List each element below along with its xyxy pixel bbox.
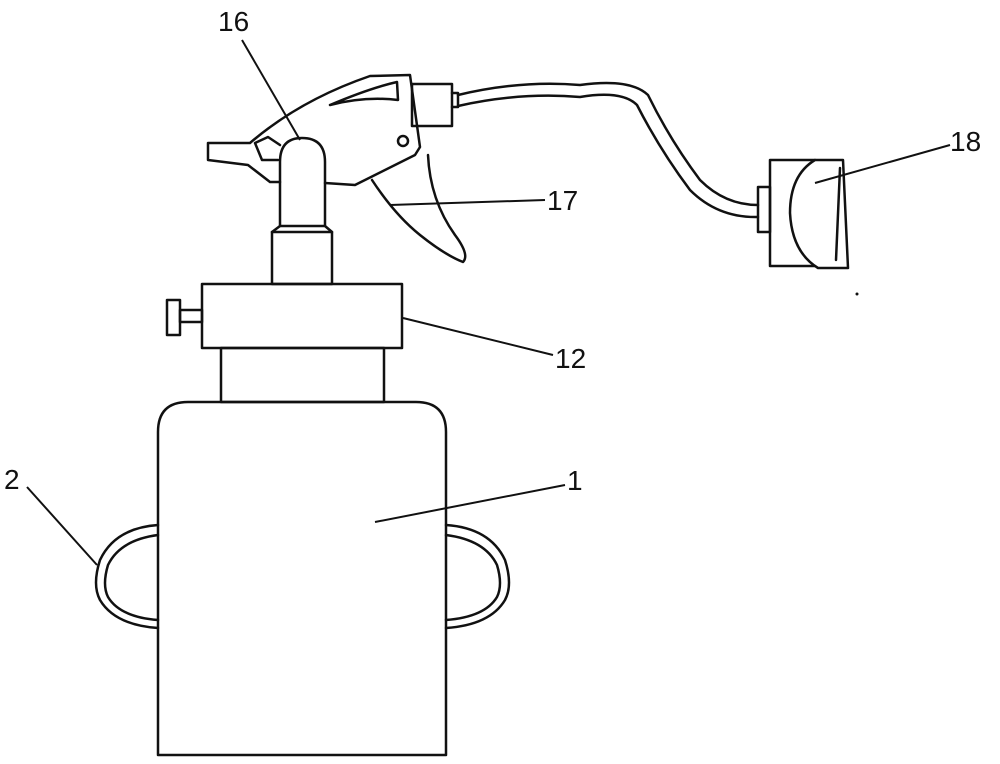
- handle-left: [94, 523, 160, 630]
- stem-collar: [270, 224, 334, 234]
- bottle-neck: [219, 346, 386, 404]
- mask-connector: [756, 185, 772, 234]
- head-clip: [253, 135, 282, 162]
- spray-head: [206, 73, 422, 187]
- mask-rim: [834, 166, 842, 262]
- cap-knob: [165, 298, 182, 337]
- leader-17: [389, 199, 546, 206]
- label-handle: 2: [4, 464, 20, 495]
- stem-tube: [278, 136, 327, 228]
- leader-2: [26, 486, 98, 566]
- label-spray-head: 16: [218, 6, 250, 37]
- leader-1: [374, 484, 566, 523]
- handle-left-inner: [103, 533, 160, 622]
- head-slot: [328, 80, 400, 107]
- cap: [200, 282, 404, 350]
- label-trigger: 17: [547, 185, 579, 216]
- handle-right-inner: [444, 533, 502, 622]
- hose: [456, 81, 760, 207]
- label-bottle-body: 1: [567, 465, 583, 496]
- handle-right: [444, 523, 511, 630]
- nozzle-connector: [450, 91, 460, 109]
- label-mask: 18: [950, 126, 982, 157]
- leader-12: [402, 317, 554, 356]
- trigger: [370, 153, 467, 264]
- leader-18: [814, 144, 951, 184]
- leader-16: [241, 39, 301, 141]
- bottle-body: [156, 400, 448, 757]
- label-cap: 12: [555, 343, 587, 374]
- mask-cup: [788, 158, 850, 270]
- head-pin: [396, 134, 410, 148]
- hose-inner: [456, 93, 760, 219]
- speck: [855, 292, 859, 296]
- stem-base: [270, 230, 334, 286]
- cap-knob-shaft: [178, 308, 204, 324]
- nozzle-front: [410, 82, 454, 128]
